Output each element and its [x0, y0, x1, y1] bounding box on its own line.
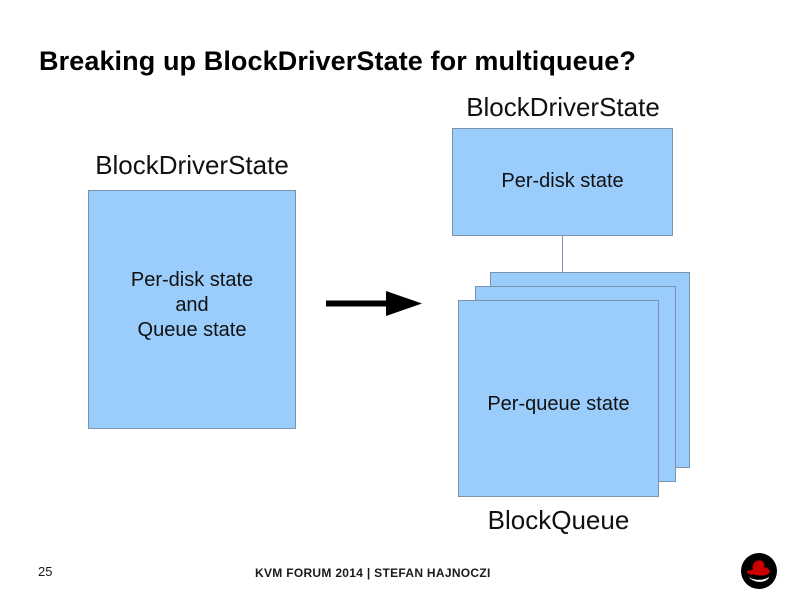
page-number: 25	[38, 564, 53, 579]
before-blockdriverstate-box: Per-disk state and Queue state	[88, 190, 296, 429]
after-blockdriverstate-caption: BlockDriverState	[466, 92, 660, 122]
before-box-text: Per-disk state and Queue state	[130, 269, 254, 341]
per-queue-state-text: Per-queue state	[487, 393, 630, 415]
queue-stack-front-box: Per-queue state	[458, 300, 659, 497]
footer-credit: KVM FORUM 2014 | STEFAN HAJNOCZI	[255, 566, 491, 580]
before-box-caption: BlockDriverState	[95, 150, 289, 180]
page-title: Breaking up BlockDriverState for multiqu…	[39, 46, 637, 76]
after-per-disk-state-box: Per-disk state	[452, 128, 673, 236]
red-hat-shadowman-logo	[740, 552, 778, 590]
connector-line	[562, 236, 563, 273]
arrow-right-icon	[326, 288, 426, 320]
blockqueue-caption: BlockQueue	[487, 505, 630, 535]
after-per-disk-state-text: Per-disk state	[501, 170, 624, 192]
